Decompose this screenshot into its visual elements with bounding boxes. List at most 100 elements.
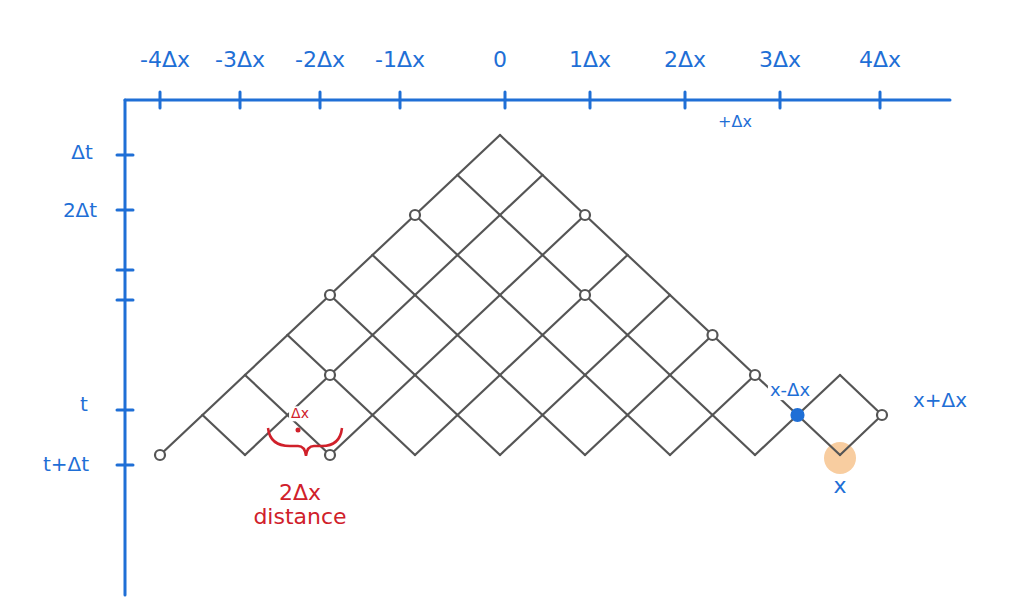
axis-label: -3Δx [213,48,267,72]
lattice-point [877,410,887,420]
lattice-line [670,415,713,455]
lattice-line [500,415,543,455]
axis-label: 4Δx [857,48,903,72]
lattice-line [543,335,586,375]
lattice-line [203,375,246,415]
lattice-line [458,135,501,175]
lattice-line [543,255,586,295]
lattice-line [160,415,203,455]
axis-label: 1Δx [567,48,613,72]
lattice-line [585,415,628,455]
lattice-line [415,415,458,455]
lattice-line [628,375,671,415]
time-label: 2Δt [61,199,99,221]
lattice-line [373,335,416,375]
lattice-line [543,415,586,455]
lattice-line [585,255,628,295]
lattice-line [840,415,882,455]
lattice-point [325,290,335,300]
lattice-line [670,295,713,335]
time-label: t [78,393,90,415]
lattice-line [500,335,543,375]
lattice-line [628,295,671,335]
axis-label: 2Δx [662,48,708,72]
axis-label: -1Δx [373,48,427,72]
lattice-line [415,375,458,415]
highlight-blob [824,442,856,474]
lattice-point [325,370,335,380]
axis-label: 3Δx [757,48,803,72]
lattice-line [245,335,288,375]
lattice-line [245,415,288,455]
lattice-dots [155,210,887,460]
lattice-line [713,415,756,455]
lattice-line [373,375,416,415]
lattice-point [155,450,165,460]
lattice-line [840,375,882,415]
lattice-line [543,215,586,255]
time-label: t+Δt [41,453,91,475]
lattice-line [798,415,841,455]
lattice-point [750,370,760,380]
lattice-line [713,335,756,375]
axis-label: -4Δx [138,48,192,72]
lattice-line [543,175,586,215]
lattice-line [415,175,458,215]
lattice-line [330,375,373,415]
lattice-line [458,175,501,215]
axis-label: 0 [491,48,509,72]
distance-bracket [268,428,342,456]
distance-note: 2Δx distance [243,481,357,529]
lattice-line [500,215,543,255]
axis-label: -2Δx [293,48,347,72]
lattice-point [325,450,335,460]
lattice-line [500,175,543,215]
lattice-line [543,375,586,415]
lattice-line [415,255,458,295]
lattice-point [580,290,590,300]
lattice-line [585,295,628,335]
lattice-point [792,409,804,421]
lattice-line [373,255,416,295]
lattice-line [543,295,586,335]
lattice-line [458,295,501,335]
lattice-line [500,135,543,175]
lattice-line [415,335,458,375]
lattice-line [500,255,543,295]
lattice-line [458,335,501,375]
lattice-line [288,295,331,335]
lattice-line [415,215,458,255]
lattice-line [415,295,458,335]
lattice-line [585,215,628,255]
lattice-point [580,210,590,220]
lattice-line [458,255,501,295]
point-label: x+Δx [911,389,969,411]
point-label: x [831,474,848,498]
lattice-line [330,255,373,295]
lattice-line [628,415,671,455]
lattice-line [288,335,331,375]
lattice-line [373,415,416,455]
lattice-line [500,295,543,335]
lattice-line [670,375,713,415]
lattice-point [708,330,718,340]
point-label: x-Δx [768,380,812,400]
lattice-line [373,215,416,255]
lattice-grid [160,135,882,455]
lattice-line [203,415,246,455]
lattice-line [458,215,501,255]
axis-label: +Δx [716,113,754,131]
lattice-line [670,335,713,375]
lattice-line [585,335,628,375]
lattice-line [628,335,671,375]
lattice-line [755,415,798,455]
lattice-line [245,375,288,415]
lattice-point [410,210,420,220]
lattice-line [373,295,416,335]
lattice-line [330,335,373,375]
time-label: Δt [69,141,95,163]
red-dot [296,428,301,433]
lattice-line [500,375,543,415]
lattice-line [458,375,501,415]
